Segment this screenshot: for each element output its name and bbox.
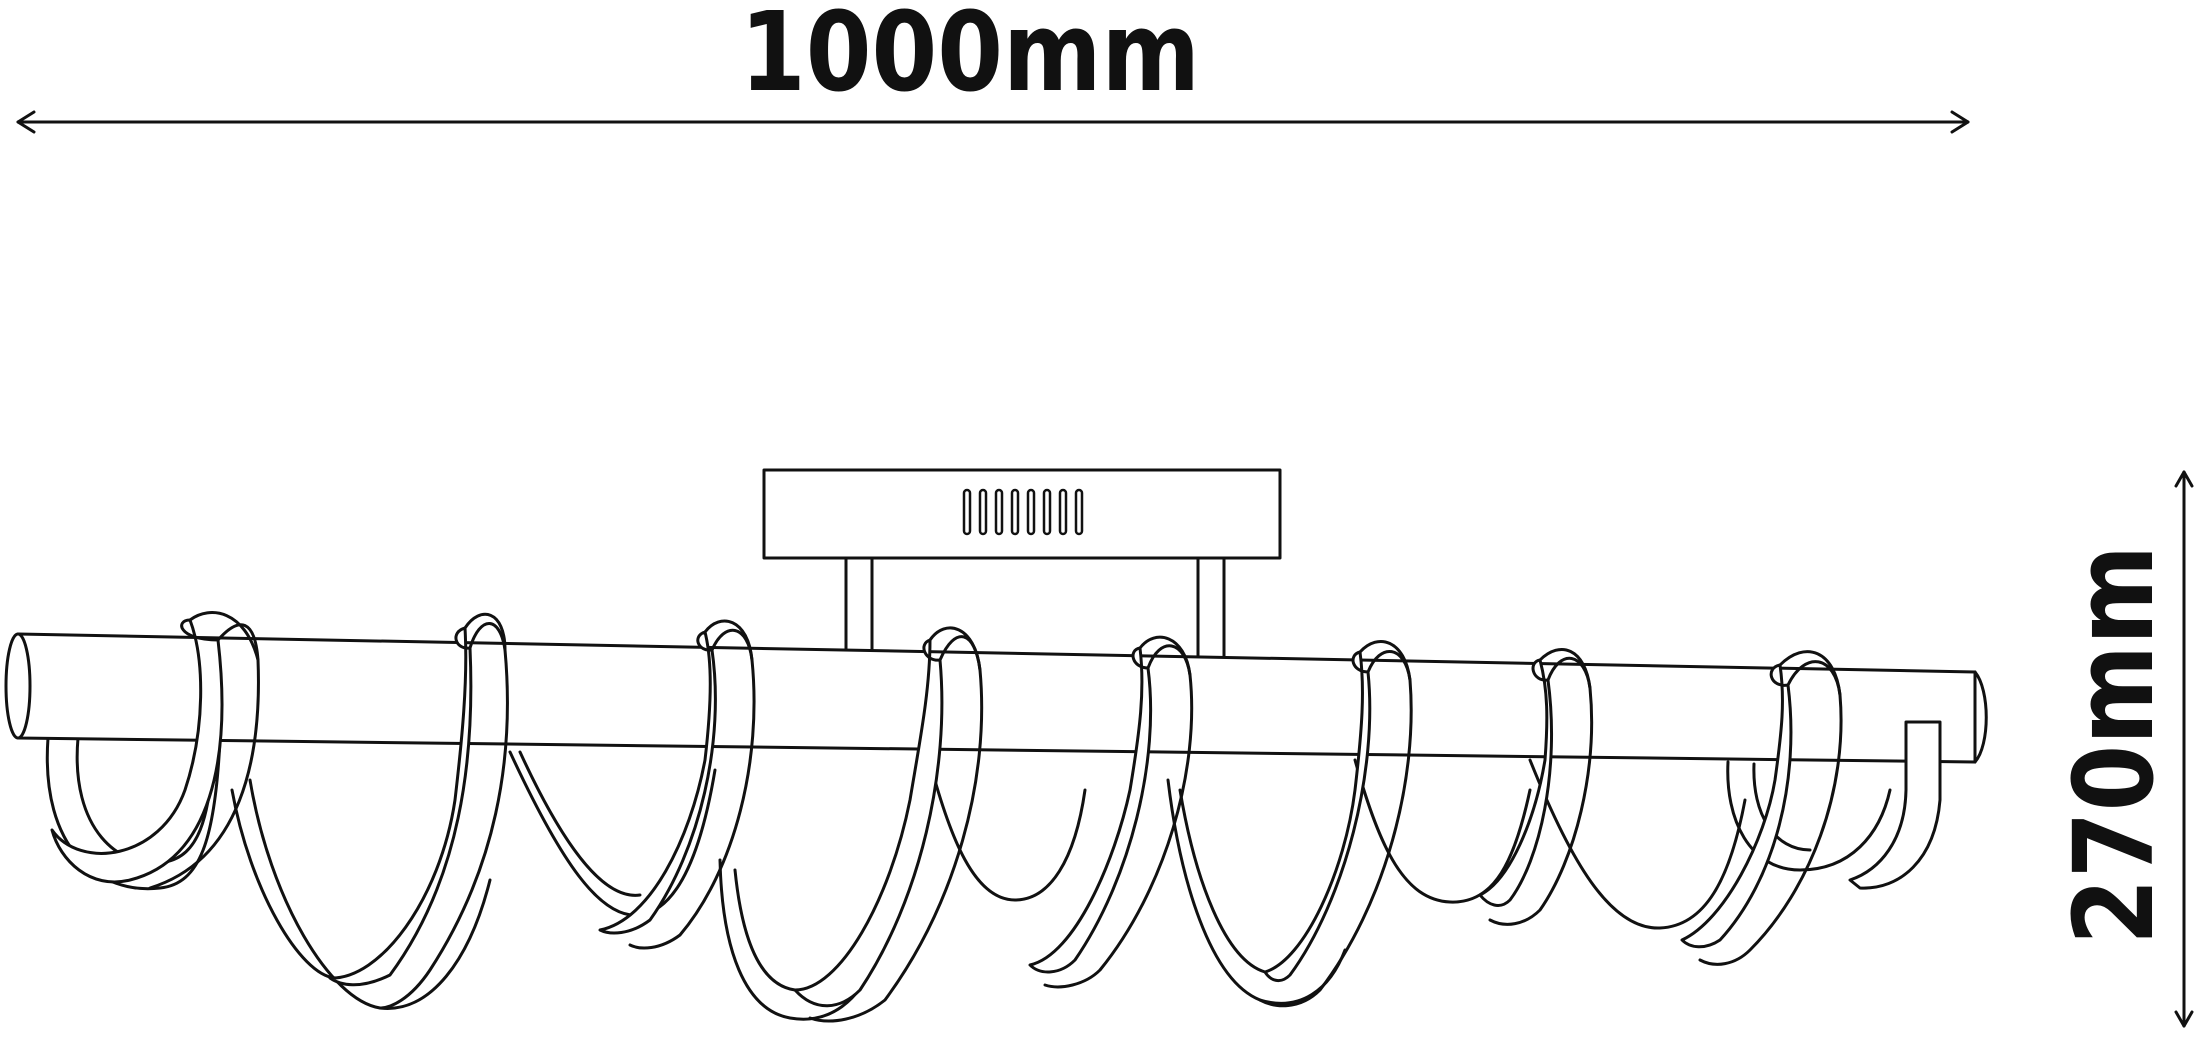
ribbon-loop-6 — [1258, 640, 1413, 1008]
tube-end-clip — [1848, 720, 1942, 890]
height-dimension-label: 270mm — [2050, 545, 2178, 945]
width-dimension-arrow — [16, 110, 1970, 134]
support-rods — [844, 556, 1226, 660]
ribbon-loop-4 — [793, 626, 984, 1023]
ceiling-canopy — [762, 468, 1282, 560]
ribbon-loop-2 — [328, 612, 509, 1010]
canopy-vent-slots — [962, 488, 1084, 536]
main-tube — [4, 632, 1988, 764]
width-dimension-label: 1000mm — [740, 0, 1200, 116]
ribbon-loop-8 — [1680, 650, 1843, 966]
height-dimension-arrow — [2174, 470, 2194, 1028]
ribbon-loop-5 — [1028, 635, 1347, 1005]
ribbon-loop-7 — [1478, 648, 1594, 926]
ribbon-back-segments — [45, 736, 1892, 930]
